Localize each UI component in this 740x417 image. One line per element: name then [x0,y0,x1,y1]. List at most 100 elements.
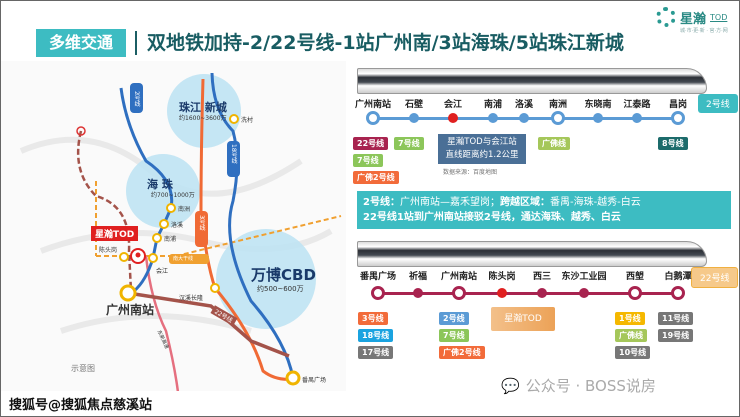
station-name: 西三 [532,272,552,282]
station-label: 南浦 [164,236,177,243]
station-name: 昌岗 [668,100,688,110]
transfer-station-icon [452,286,466,300]
haizhu-district-circle [126,154,200,228]
transfer-station-icon [371,286,385,300]
transfer-line-badge: 广佛2号线 [353,171,399,184]
line18-path [210,72,295,379]
line22-extension [76,130,133,292]
tod-distance-callout: 星瀚TOD与会江站直线距离约1.2公里 [438,134,526,164]
page-title: 双地铁加持-2/22号线-1站广州南/3站海珠/5站珠江新城 [147,32,624,54]
line2-path [119,87,174,293]
station-label: 会江 [156,268,169,275]
line-label: 3号线 [198,215,205,231]
station-label: 汉溪长隆 [179,295,204,302]
transfer-line-badge: 7号线 [353,154,383,167]
station-label: 南洲 [178,206,191,213]
logo-ring-icon [656,7,676,27]
train-image [357,241,707,267]
transfer-line-badge: 广佛2号线 [439,346,485,359]
info-text: 跨越区域： [499,197,550,208]
line-label: 2号线 [133,91,140,107]
road-label: 南大干线 [173,256,194,262]
line-label: 18号线 [230,144,237,164]
transfer-line-badge: 19号线 [658,329,694,342]
map-note: 示意图 [71,364,95,373]
district-name: 珠江 新城 [179,101,227,114]
info-box: 2号线：广州南站—嘉禾望岗；跨越区域：番禺-海珠-越秀-白云 22号线1站到广州… [357,191,731,229]
transfer-line-badge: 11号线 [658,312,694,325]
section-tag: 多维交通 [36,29,126,57]
station-name: 东沙工业园 [561,272,607,282]
station-name: 会江 [443,100,463,110]
transfer-line-badge: 18号线 [358,329,394,342]
brand-logo: 星瀚 TOD 城·市·更·新 · 官·方·网 [656,7,728,34]
metro-map [1,61,346,391]
tod-label: 星瀚TOD [91,226,139,241]
zhujiang-district-circle [167,74,241,148]
wanbo-district-circle [216,229,316,329]
train-image [357,68,707,94]
hub-label: 广州南站 [106,303,155,317]
station-label: 洗村 [241,117,254,124]
wechat-icon: 💬 [501,376,520,395]
district-price: 约1600~3600万 [179,115,227,122]
transfer-line-badge: 2号线 [439,312,469,325]
station-name: 东晓南 [584,100,612,110]
station-dot [593,113,603,123]
transfer-line-badge: 17号线 [358,346,394,359]
transfer-station-icon [551,111,565,125]
logo-sub: 城·市·更·新 · 官·方·网 [680,28,728,34]
callout-text: 星瀚TOD与会江站 [447,137,517,147]
station-name: 广州南站 [354,100,392,110]
transfer-station-icon [366,111,380,125]
line2-tag: 2号线 [698,94,738,113]
district-name: 万博CBD [251,266,316,284]
title-divider [135,31,137,55]
data-source: 数据来源：百度地图 [443,169,498,176]
station-dot [413,288,423,298]
station-name: 南浦 [483,100,503,110]
station-label: 番禺广场 [302,377,327,384]
transfer-station-icon [671,286,685,300]
station-name: 番禺广场 [359,272,397,282]
station-name: 石壁 [404,100,424,110]
station-name: 南洲 [548,100,568,110]
info-text: 2号线： [363,197,400,208]
info-text: 番禺-海珠-越秀-白云 [549,197,641,208]
station-name: 江泰路 [623,100,651,110]
highway [144,255,180,391]
station-name: 广州南站 [440,272,478,282]
station-dot [409,113,419,123]
transfer-line-badge: 广佛线 [538,137,570,150]
transfer-line-badge: 10号线 [615,346,651,359]
tod-callout: 星瀚TOD [491,307,555,331]
station-dot [579,288,589,298]
station-label: 陈头岗 [99,247,118,254]
transfer-line-badge: 1号线 [615,312,645,325]
line22-track [377,292,679,295]
info-text: 22号线1站到广州南站接驳2号线，通达海珠、越秀、白云 [363,212,621,223]
watermark: 搜狐号@搜狐焦点慈溪站 [9,398,153,413]
station-dot [632,113,642,123]
station-name: 西塱 [625,272,645,282]
wechat-text: 公众号 · BOSS说房 [525,377,656,395]
transfer-line-badge: 3号线 [358,312,388,325]
logo-name: 星瀚 [680,11,707,27]
info-text: 广州南站—嘉禾望岗； [399,197,500,208]
line22-tag: 22号线 [691,267,739,288]
station-name: 白鹅潭 [664,272,692,282]
district-price: 约700~1000万 [151,192,195,199]
station-name: 洛溪 [514,100,534,110]
district-name: 海 珠 [147,178,173,191]
transfer-line-badge: 8号线 [658,137,688,150]
transfer-line-badge: 7号线 [394,137,424,150]
station-name: 陈头岗 [488,272,516,282]
station-label: 洛溪 [171,222,184,229]
transfer-line-badge: 22号线 [353,137,389,150]
station-dot [519,113,529,123]
transfer-station-icon [671,111,685,125]
transfer-line-badge: 7号线 [439,329,469,342]
station-dot [497,288,507,298]
station-dot [448,113,458,123]
transfer-station-icon [628,286,642,300]
